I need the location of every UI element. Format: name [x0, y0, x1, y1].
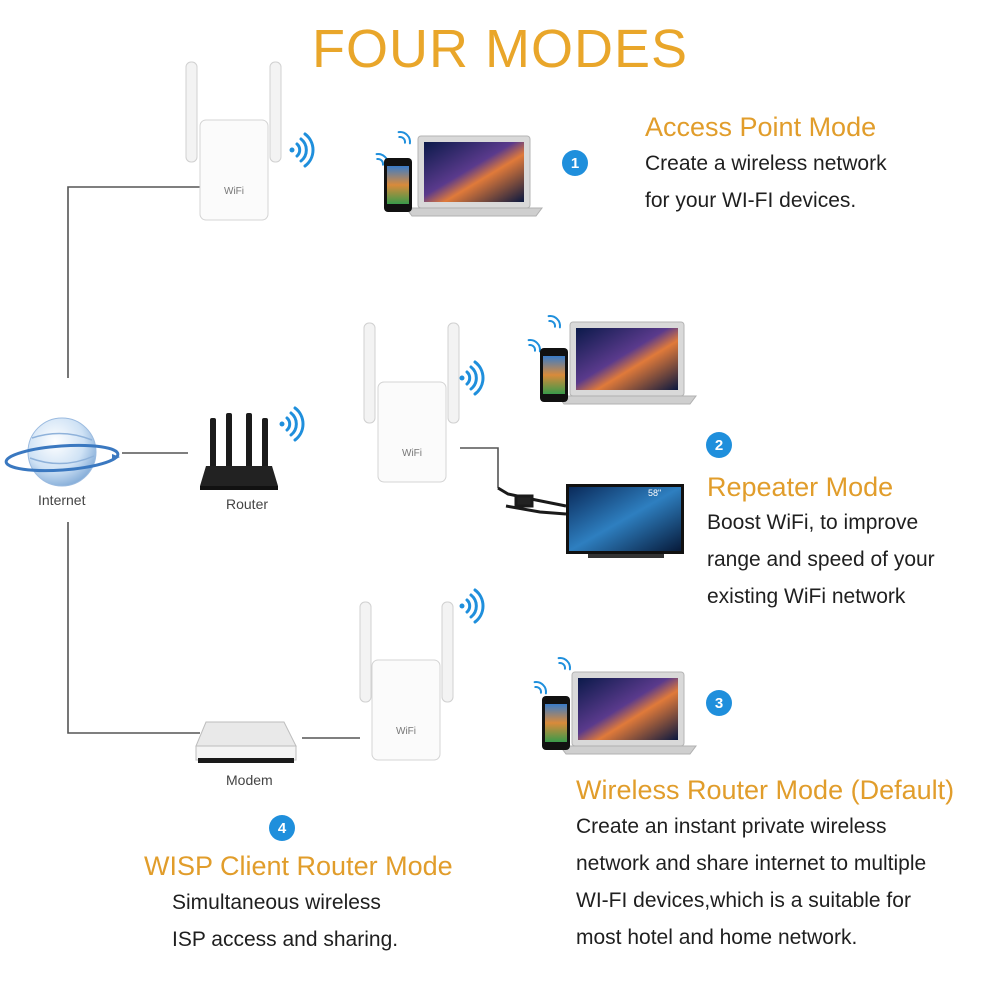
connection-lines [67, 186, 499, 739]
wifi-signal-icon [279, 406, 305, 442]
extender-label: WiFi [396, 726, 416, 737]
mode-description: Boost WiFi, to improve range and speed o… [707, 511, 935, 608]
extender-label: WiFi [402, 448, 422, 459]
wifi-signal-icon [397, 131, 411, 145]
wifi-signal-icon [527, 339, 541, 353]
mode-title: Access Point Mode [645, 112, 877, 142]
phone-icon [540, 348, 568, 402]
wifi-signal-icon [533, 681, 547, 695]
extender-icon-1 [185, 61, 282, 221]
wifi-signal-icon [557, 657, 571, 671]
tv-icon [566, 484, 684, 558]
mode-number-badge: 1 [562, 150, 588, 176]
phone-icon [384, 158, 412, 212]
laptop-icon [557, 321, 697, 405]
modem-icon [195, 721, 297, 763]
laptop-icon [559, 671, 697, 755]
internet-label: Internet [38, 492, 86, 508]
wifi-signal-icon [289, 132, 315, 168]
mode-number-badge: 2 [706, 432, 732, 458]
extender-icon-2 [363, 322, 460, 483]
extender-icon-3 [359, 601, 454, 761]
modem-label: Modem [226, 772, 273, 788]
wifi-signal-icon [459, 588, 485, 624]
router-icon [200, 413, 278, 490]
mode-title: Repeater Mode [707, 472, 894, 502]
mode-description: Create a wireless network for your WI-FI… [645, 152, 887, 212]
mode-number-badge: 4 [269, 815, 295, 841]
globe-icon [4, 417, 120, 487]
tv-size-label: 58" [648, 488, 662, 498]
mode-title: WISP Client Router Mode [144, 851, 453, 881]
laptop-icon [405, 135, 543, 217]
mode-title: Wireless Router Mode (Default) [576, 775, 955, 805]
mode-number-badge: 3 [706, 690, 732, 716]
extender-label: WiFi [224, 186, 244, 197]
phone-icon [542, 696, 570, 750]
router-label: Router [226, 496, 269, 512]
mode-description: Simultaneous wireless ISP access and sha… [172, 891, 399, 951]
page-title: FOUR MODES [311, 19, 688, 79]
cable-icon [497, 486, 567, 516]
wifi-signal-icon [459, 360, 485, 396]
wifi-signal-icon [547, 315, 561, 329]
mode-description: Create an instant private wireless netwo… [576, 815, 927, 949]
